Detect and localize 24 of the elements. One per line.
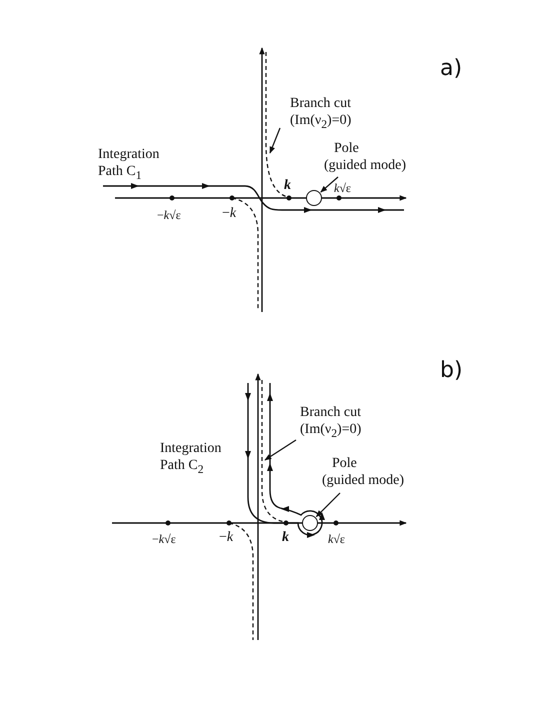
point-label: k√ε: [328, 532, 345, 547]
annotation-text: (guided mode): [322, 472, 406, 489]
panel-label: a): [440, 56, 462, 81]
annotation-text: Branch cut (Im(ν$_{2}$)=0): [300, 404, 362, 442]
annotation-text: Pole: [331, 455, 358, 472]
annotation-text: Branch cut (Im(ν$_{2}$)=0): [290, 95, 352, 133]
annotation-text: Pole: [333, 140, 360, 157]
leader-arrow: [316, 492, 340, 518]
leader-arrow: [264, 440, 296, 460]
annotation-text: (guided mode): [324, 157, 408, 174]
leader-arrow: [269, 128, 281, 154]
pole-circle: [306, 190, 322, 206]
leader-arrow: [320, 176, 338, 193]
contour-label: Integration Path C$_{1}$: [98, 146, 160, 184]
point-label: −k: [222, 206, 236, 222]
contour-label: Integration Path C$_{2}$: [160, 440, 222, 478]
point-label: −k: [219, 530, 234, 546]
panel-label: b): [440, 358, 463, 383]
point-label: k: [284, 178, 291, 194]
pole-circle: [302, 515, 318, 531]
point-label: k√ε: [334, 181, 351, 196]
point-label: k: [282, 530, 289, 546]
point-label: −k√ε: [152, 532, 176, 547]
point-label: −k√ε: [157, 208, 181, 223]
